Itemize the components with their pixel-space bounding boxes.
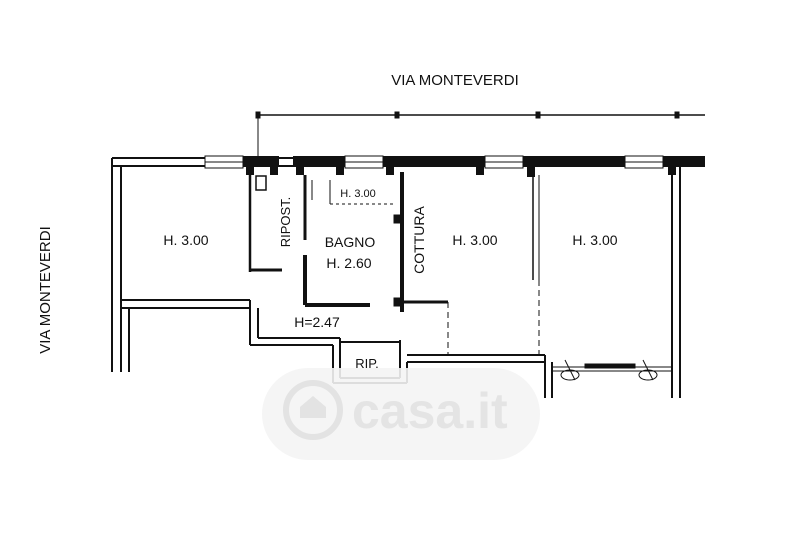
rip-label: RIP. [355, 356, 379, 371]
room-left-height: H. 3.00 [163, 232, 208, 248]
room-right-height: H. 3.00 [572, 232, 617, 248]
room-center-height: H. 3.00 [452, 232, 497, 248]
balcony-railing [255, 111, 705, 158]
bagno-name: BAGNO [325, 234, 376, 250]
street-label-top: VIA MONTEVERDI [391, 72, 519, 89]
corridor-height: H=2.47 [294, 314, 340, 330]
watermark-brand: casa.it [352, 383, 508, 439]
casa-it-watermark: casa.it [262, 368, 540, 460]
bagno-height: H. 2.60 [326, 255, 371, 271]
house-logo-icon [283, 380, 343, 440]
lower-window [552, 359, 672, 381]
bagno-ceiling-note: H. 3.00 [340, 188, 375, 200]
cottura-label: COTTURA [411, 206, 427, 274]
window-openings [204, 155, 664, 169]
interior-walls [121, 168, 540, 360]
street-label-left: VIA MONTEVERDI [37, 226, 54, 354]
ripostiglio-label: RIPOST. [278, 197, 293, 248]
wall-pillars [243, 156, 705, 177]
